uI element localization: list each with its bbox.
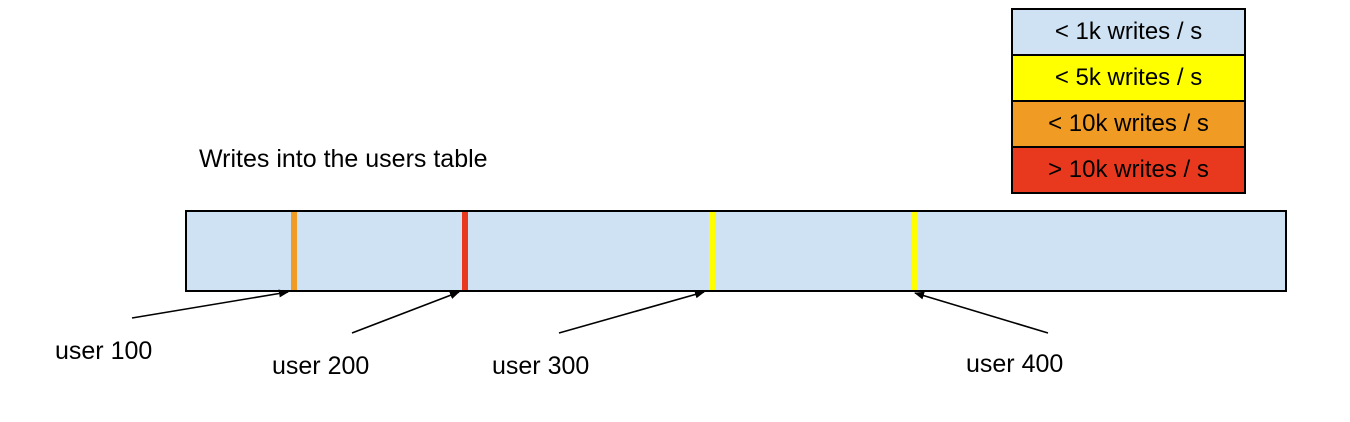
user-label-300: user 300	[492, 352, 590, 380]
arrow-user-400	[914, 291, 1049, 334]
users-table-bar	[185, 210, 1287, 292]
user-label-200: user 200	[272, 352, 370, 380]
arrow-user-300	[558, 290, 705, 334]
write-stripe-user-300	[709, 212, 715, 290]
legend-item-gt-10k: > 10k writes / s	[1013, 146, 1244, 192]
write-stripe-user-400	[912, 212, 918, 290]
legend-item-lt-10k: < 10k writes / s	[1013, 100, 1244, 146]
arrow-user-200	[351, 291, 460, 334]
legend-item-lt-5k: < 5k writes / s	[1013, 54, 1244, 100]
write-stripe-user-200	[462, 212, 468, 290]
diagram-title: Writes into the users table	[199, 145, 488, 173]
arrow-user-100	[131, 289, 289, 319]
user-label-400: user 400	[966, 350, 1064, 378]
write-stripe-user-100	[291, 212, 297, 290]
legend-item-lt-1k: < 1k writes / s	[1013, 10, 1244, 54]
legend: < 1k writes / s < 5k writes / s < 10k wr…	[1011, 8, 1246, 194]
user-label-100: user 100	[55, 337, 153, 365]
